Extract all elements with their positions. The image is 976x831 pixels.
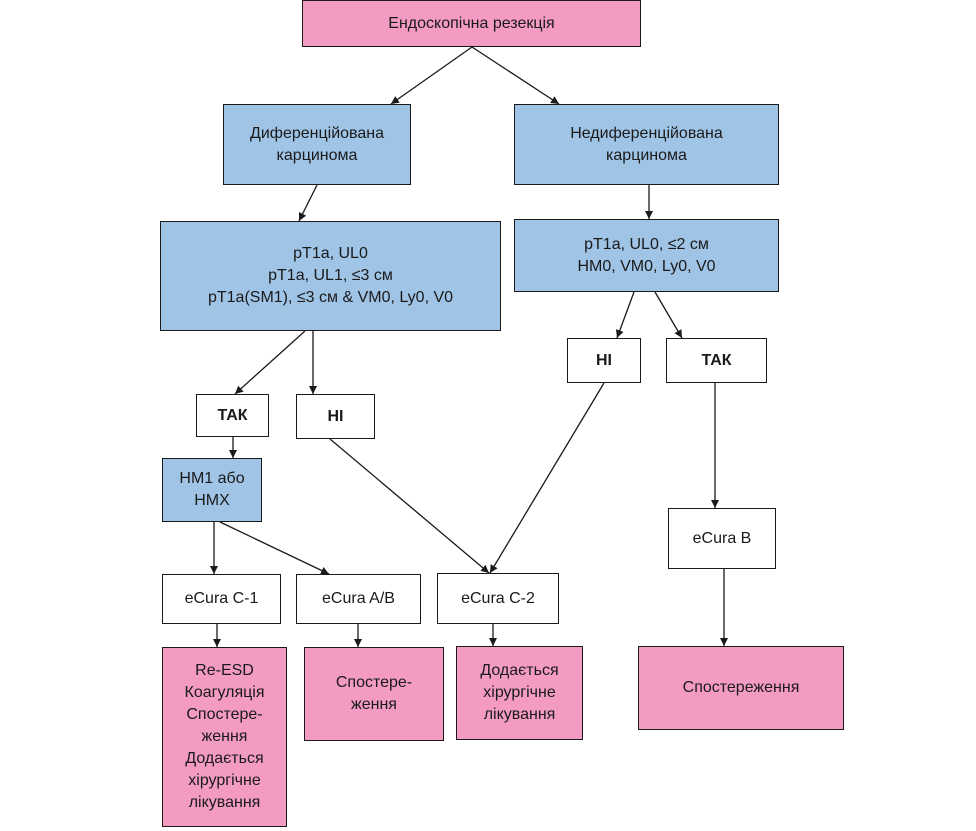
node-label: ТАК bbox=[217, 406, 248, 424]
node-outcome-c1: Re-ESD Коагуляція Спостере- ження Додаєт… bbox=[162, 647, 287, 827]
node-diff-no: НІ bbox=[296, 394, 375, 439]
node-ecura-c2: eCura C-2 bbox=[437, 573, 559, 624]
arrow-root-to-diff bbox=[390, 46, 473, 105]
node-differentiated-carcinoma: Диференційована карцинома bbox=[223, 104, 411, 185]
node-outcome-b: Спостереження bbox=[638, 646, 844, 730]
node-line: Диференційована bbox=[250, 124, 384, 142]
node-line: HMX bbox=[194, 492, 230, 509]
arrow-hm-to-ab bbox=[219, 521, 330, 575]
arrow-undiff-criteria-to-yes bbox=[654, 291, 683, 339]
node-undifferentiated-carcinoma: Недиференційована карцинома bbox=[514, 104, 779, 185]
node-ecura-ab: eCura A/B bbox=[296, 574, 421, 624]
node-endoscopic-resection: Ендоскопічна резекція bbox=[302, 0, 641, 47]
node-line: HM1 або bbox=[179, 470, 245, 487]
node-label: ТАК bbox=[701, 351, 732, 369]
node-line: Спостереження bbox=[682, 679, 800, 696]
node-line: лікування bbox=[188, 794, 261, 811]
arrow-no-to-c2 bbox=[329, 438, 490, 574]
node-line: Спостере- bbox=[186, 706, 263, 723]
node-line: Коагуляція bbox=[184, 684, 265, 701]
node-line: pT1a, UL1, ≤3 см bbox=[268, 267, 393, 284]
node-label: НІ bbox=[596, 351, 612, 369]
node-differentiated-criteria: pT1a, UL0 pT1a, UL1, ≤3 см pT1a(SM1), ≤3… bbox=[160, 221, 501, 331]
node-line: карцинома bbox=[606, 146, 687, 164]
node-line: лікування bbox=[483, 706, 556, 723]
node-line: Ендоскопічна резекція bbox=[388, 14, 555, 32]
node-diff-yes: ТАК bbox=[196, 394, 269, 437]
arrow-criteria-to-yes bbox=[234, 330, 306, 395]
node-line: хірургічне bbox=[188, 772, 261, 789]
arrow-root-to-undiff bbox=[471, 46, 560, 105]
node-line: Додається bbox=[185, 750, 264, 767]
node-line: pT1a, UL0 bbox=[293, 245, 368, 262]
node-label: eCura C-1 bbox=[184, 590, 259, 607]
node-line: ження bbox=[351, 696, 397, 713]
node-undiff-no: НІ bbox=[567, 338, 641, 383]
node-label: eCura B bbox=[692, 529, 752, 547]
node-label: eCura A/B bbox=[322, 590, 395, 607]
node-line: pT1a, UL0, ≤2 см bbox=[584, 235, 709, 253]
node-outcome-ab: Спостере- ження bbox=[304, 647, 444, 741]
node-line: Спостере- bbox=[335, 674, 413, 691]
node-undiff-yes: ТАК bbox=[666, 338, 767, 383]
node-undifferentiated-criteria: pT1a, UL0, ≤2 см HM0, VM0, Ly0, V0 bbox=[514, 219, 779, 292]
node-line: хірургічне bbox=[483, 684, 556, 701]
node-ecura-b: eCura B bbox=[668, 508, 776, 569]
node-line: Недиференційована bbox=[570, 124, 723, 142]
node-line: pT1a(SM1), ≤3 см & VM0, Ly0, V0 bbox=[207, 289, 454, 306]
node-line: ження bbox=[201, 728, 248, 745]
node-line: HM0, VM0, Ly0, V0 bbox=[577, 257, 716, 275]
node-label: eCura C-2 bbox=[461, 589, 535, 607]
node-outcome-c2: Додається хірургічне лікування bbox=[456, 646, 583, 740]
node-line: Re-ESD bbox=[195, 662, 254, 679]
arrow-undiff-criteria-to-no bbox=[616, 291, 635, 339]
node-hm1-hmx: HM1 або HMX bbox=[162, 458, 262, 522]
node-ecura-c1: eCura C-1 bbox=[162, 574, 281, 624]
node-line: карцинома bbox=[276, 146, 358, 164]
arrow-diff-to-criteria bbox=[298, 184, 318, 222]
arrow-undiff-no-to-c2 bbox=[489, 382, 605, 574]
node-label: НІ bbox=[327, 407, 344, 425]
node-line: Додається bbox=[480, 662, 559, 679]
